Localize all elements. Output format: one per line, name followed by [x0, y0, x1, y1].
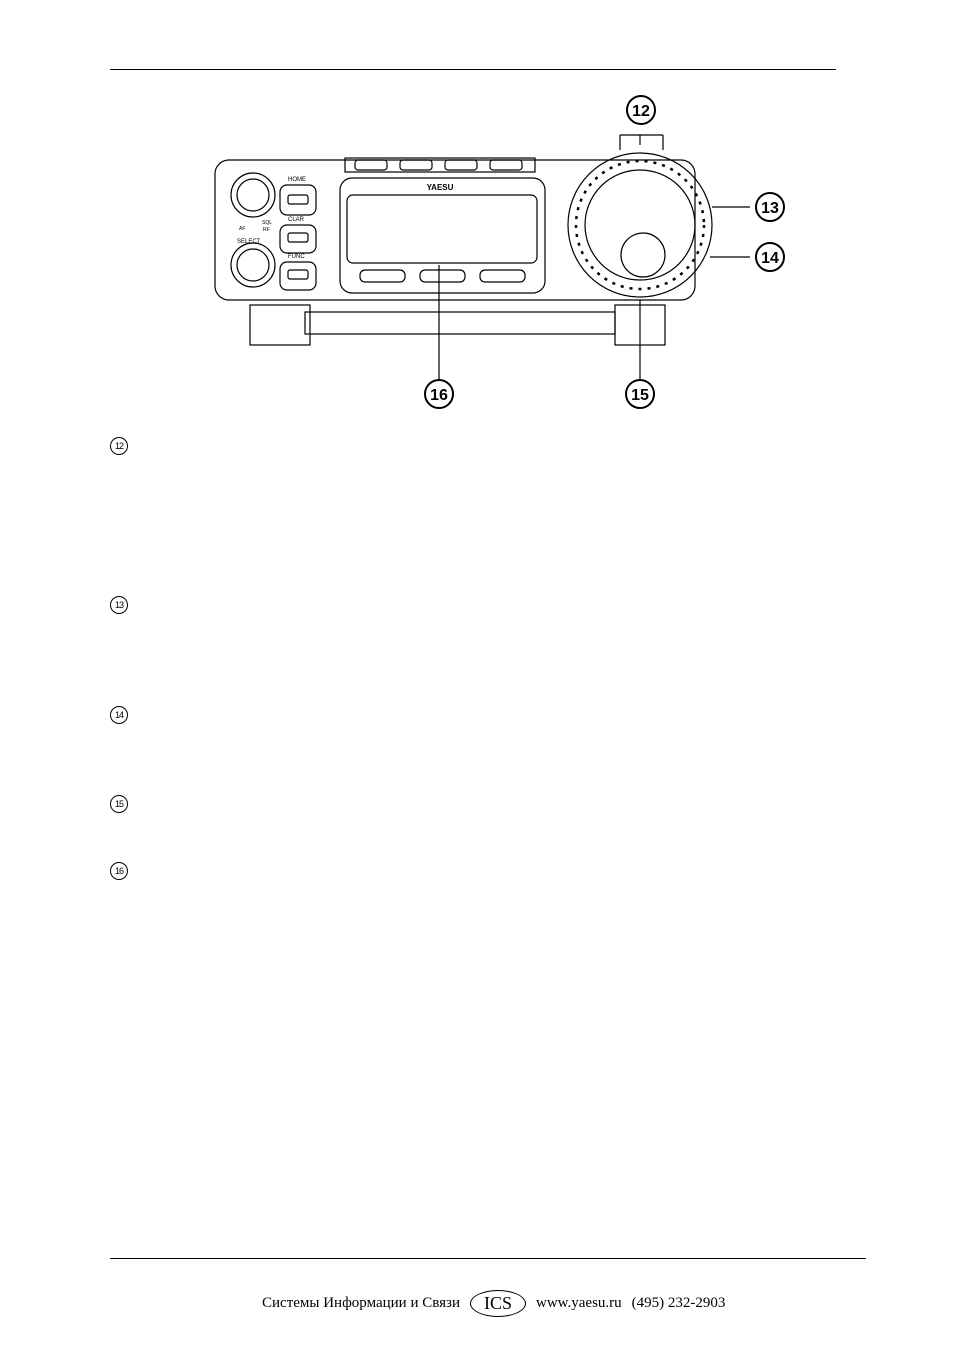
item-marker-16: 16 — [110, 862, 128, 880]
svg-text:RF: RF — [263, 227, 270, 233]
footer-rule — [110, 1258, 866, 1259]
svg-text:AF: AF — [239, 226, 245, 232]
home-button — [279, 184, 317, 216]
svg-text:16: 16 — [430, 387, 448, 404]
radio-front-panel-diagram: YAESU HOME CLAR FUNC SELECT AF SQL RF 12… — [214, 95, 785, 409]
svg-text:YAESU: YAESU — [427, 183, 454, 192]
svg-text:HOME: HOME — [288, 177, 306, 183]
item-marker-15: 15 — [110, 795, 128, 813]
func-button — [279, 261, 317, 291]
footer-phone: (495) 232-2903 — [631, 1295, 726, 1311]
item-marker-13: 13 — [110, 596, 128, 614]
clar-button — [279, 224, 317, 254]
ics-logo: ICS — [469, 1290, 526, 1317]
lcd-display — [346, 194, 538, 264]
svg-text:13: 13 — [761, 200, 779, 217]
header-rule — [110, 69, 836, 70]
item-marker-14: 14 — [110, 706, 128, 724]
svg-text:12: 12 — [632, 103, 650, 120]
svg-text:14: 14 — [761, 250, 779, 267]
svg-text:CLAR: CLAR — [288, 217, 305, 223]
dial-finger-grip — [620, 232, 666, 278]
svg-text:SQL: SQL — [262, 220, 272, 226]
af-knob — [230, 172, 276, 218]
top-vents — [354, 159, 523, 171]
footer: Системы Информации и Связи ICS www.yaesu… — [262, 1290, 725, 1317]
footer-website: www.yaesu.ru — [536, 1295, 622, 1311]
item-marker-12: 12 — [110, 437, 128, 455]
footer-company: Системы Информации и Связи — [262, 1295, 460, 1311]
main-dial — [584, 169, 696, 281]
svg-text:15: 15 — [631, 387, 649, 404]
svg-text:SELECT: SELECT — [237, 239, 261, 245]
main-dial-ring — [567, 152, 713, 298]
svg-text:FUNC: FUNC — [288, 254, 305, 260]
select-knob — [230, 242, 276, 288]
